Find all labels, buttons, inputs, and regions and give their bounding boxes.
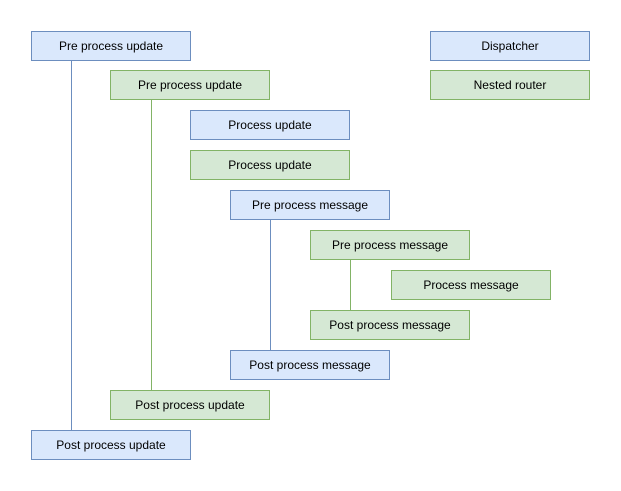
node-label: Process update	[228, 118, 312, 132]
node-post-process-message-router: Post process message	[310, 310, 470, 340]
node-pre-process-message-router: Pre process message	[310, 230, 470, 260]
node-label: Post process update	[135, 398, 245, 412]
node-label: Dispatcher	[481, 39, 539, 53]
node-pre-process-update-dispatcher: Pre process update	[31, 31, 191, 61]
node-label: Process update	[228, 158, 312, 172]
node-post-process-update-router: Post process update	[110, 390, 270, 420]
node-label: Pre process message	[331, 238, 449, 252]
node-label: Post process message	[249, 358, 371, 372]
node-dispatcher-legend: Dispatcher	[430, 31, 590, 61]
lifeline-message-router-connector	[350, 260, 351, 310]
node-pre-process-message-dispatcher: Pre process message	[230, 190, 390, 220]
node-label: Post process update	[56, 438, 166, 452]
node-label: Nested router	[473, 78, 547, 92]
node-nested-router-legend: Nested router	[430, 70, 590, 100]
node-process-update-dispatcher: Process update	[190, 110, 350, 140]
node-label: Pre process update	[137, 78, 243, 92]
node-pre-process-update-router: Pre process update	[110, 70, 270, 100]
node-post-process-update-dispatcher: Post process update	[31, 430, 191, 460]
node-post-process-message-dispatcher: Post process message	[230, 350, 390, 380]
node-process-message-router: Process message	[391, 270, 551, 300]
node-label: Pre process message	[251, 198, 369, 212]
node-label: Post process message	[329, 318, 451, 332]
node-label: Pre process update	[58, 39, 164, 53]
lifeline-update-dispatcher-connector	[71, 61, 72, 430]
node-label: Process message	[423, 278, 519, 292]
lifeline-update-router-connector	[151, 100, 152, 390]
node-process-update-router: Process update	[190, 150, 350, 180]
lifeline-message-dispatcher-connector	[270, 220, 271, 350]
